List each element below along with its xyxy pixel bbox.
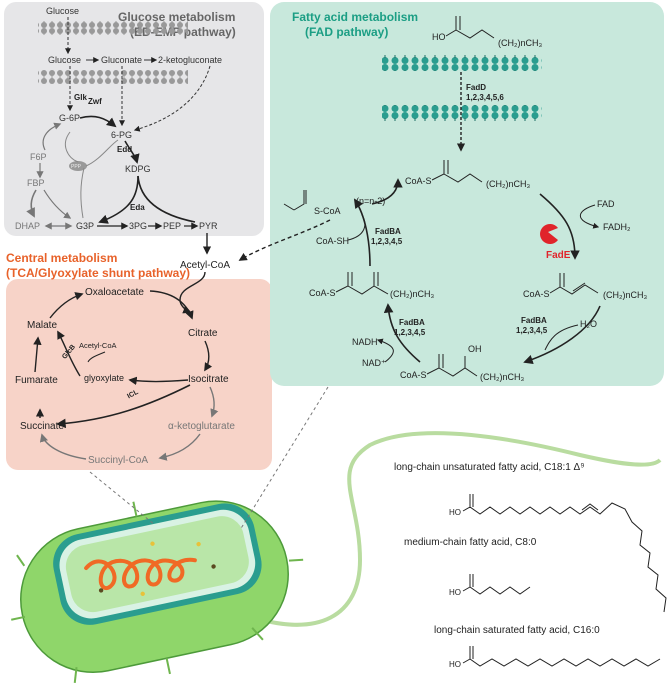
fa-chain: (CH₂)nCH₃ xyxy=(498,38,542,48)
ketoacyl-coa: CoA-S xyxy=(309,288,336,298)
fad-cofactor: FAD xyxy=(597,199,615,209)
central-panel-subtitle: (TCA/Glyoxylate shunt pathway) xyxy=(6,266,190,280)
g3p: G3P xyxy=(76,221,94,231)
fbp: FBP xyxy=(27,178,45,188)
central-panel-title: Central metabolism xyxy=(6,251,117,265)
icl-enzyme: ICL xyxy=(126,389,140,401)
fumarate: Fumarate xyxy=(15,375,58,386)
acyl-chain: (CH₂)nCH₃ xyxy=(486,179,530,189)
3pg: 3PG xyxy=(129,221,147,231)
fadd-isozymes: 1,2,3,4,5,6 xyxy=(466,93,504,102)
glk-enzyme: Glk xyxy=(74,93,87,102)
fade-pacman-icon xyxy=(540,224,558,245)
ppp-node xyxy=(69,161,87,171)
hydroxy-oh: OH xyxy=(468,344,482,354)
fad-panel-subtitle: (FAD pathway) xyxy=(305,25,388,39)
bacterium-cell xyxy=(11,500,304,684)
fadd-enzyme: FadD xyxy=(466,83,486,92)
malate: Malate xyxy=(27,320,57,331)
kdpg: KDPG xyxy=(125,164,151,174)
c8-label: medium-chain fatty acid, C8:0 xyxy=(404,537,537,548)
chain-shortening: (n=n-2) xyxy=(356,196,385,206)
glucose-periplasm: Glucose xyxy=(48,55,81,65)
zoom-line-fad xyxy=(239,386,329,531)
acetyl-s-coa: S-CoA xyxy=(314,206,341,216)
glucose-outer-membrane xyxy=(38,21,188,35)
f6p: F6P xyxy=(30,152,47,162)
eda-enzyme: Eda xyxy=(130,203,145,212)
c16-label: long-chain saturated fatty acid, C16:0 xyxy=(434,625,600,636)
gluconate: Gluconate xyxy=(101,55,142,65)
g6p: G-6P xyxy=(59,113,80,123)
c16-skeleton xyxy=(462,646,661,667)
fadba-right-enzyme: FadBA xyxy=(521,316,547,325)
edd-enzyme: Edd xyxy=(117,145,132,154)
nadh-cofactor: NADH xyxy=(352,337,378,347)
ppp: PPP xyxy=(71,164,82,170)
enoyl-chain: (CH₂)nCH₃ xyxy=(603,290,647,300)
glucose-panel xyxy=(4,2,264,236)
c8-skeleton xyxy=(462,574,531,595)
hydroxy-chain: (CH₂)nCH₃ xyxy=(480,372,524,382)
fadh2-cofactor: FADH₂ xyxy=(603,222,631,232)
pyr: PYR xyxy=(199,221,218,231)
citrate: Citrate xyxy=(188,328,218,339)
succinate: Succinate xyxy=(20,421,64,432)
c8-carboxyl: HO xyxy=(449,588,461,597)
nad-cofactor: NAD⁺ xyxy=(362,358,386,368)
coa-sh: CoA-SH xyxy=(316,236,349,246)
alpha-ketoglutarate: α-ketoglutarate xyxy=(168,421,235,432)
keto-chain: (CH₂)nCH₃ xyxy=(390,289,434,299)
acetyl-coa-glyoxylate: Acetyl-CoA xyxy=(79,341,117,350)
fad-inner-membrane xyxy=(382,105,542,121)
c18-skeleton xyxy=(462,494,667,613)
glucose-inner-membrane xyxy=(38,70,188,84)
isocitrate: Isocitrate xyxy=(188,374,229,385)
acyl-coa: CoA-S xyxy=(405,176,432,186)
fa-carboxyl: HO xyxy=(432,32,446,42)
glyoxylate: glyoxylate xyxy=(84,373,124,383)
c16-carboxyl: HO xyxy=(449,660,461,669)
fadba-left-enzyme: FadBA xyxy=(375,227,401,236)
glucose-external: Glucose xyxy=(46,6,79,16)
flagellum xyxy=(244,431,662,627)
fad-outer-membrane xyxy=(382,55,542,71)
zoom-line-central xyxy=(89,471,156,526)
acetyl-coa-main: Acetyl-CoA xyxy=(180,260,230,271)
oxaloacetate: Oxaloacetate xyxy=(85,287,144,298)
hydroxyacyl-coa: CoA-S xyxy=(400,370,427,380)
zwf-enzyme: Zwf xyxy=(88,97,102,106)
fade-enzyme: FadE xyxy=(546,250,571,261)
fadba-left-isozymes: 1,2,3,4,5 xyxy=(371,237,403,246)
2-ketogluconate: 2-ketogluconate xyxy=(158,55,222,65)
fad-panel-title: Fatty acid metabolism xyxy=(292,10,418,24)
dhap: DHAP xyxy=(15,221,40,231)
c18-carboxyl: HO xyxy=(449,508,461,517)
succinyl-coa: Succinyl-CoA xyxy=(88,455,148,466)
chromosome-dna xyxy=(84,557,197,591)
fadba-mid-enzyme: FadBA xyxy=(399,318,425,327)
6pg: 6-PG xyxy=(111,130,132,140)
fadba-right-isozymes: 1,2,3,4,5 xyxy=(516,326,548,335)
pep: PEP xyxy=(163,221,181,231)
fadba-mid-isozymes: 1,2,3,4,5 xyxy=(394,328,426,337)
glucose-panel-title: Glucose metabolism xyxy=(118,10,235,24)
c18-label: long-chain unsaturated fatty acid, C18:1… xyxy=(394,462,585,473)
enoyl-coa: CoA-S xyxy=(523,289,550,299)
